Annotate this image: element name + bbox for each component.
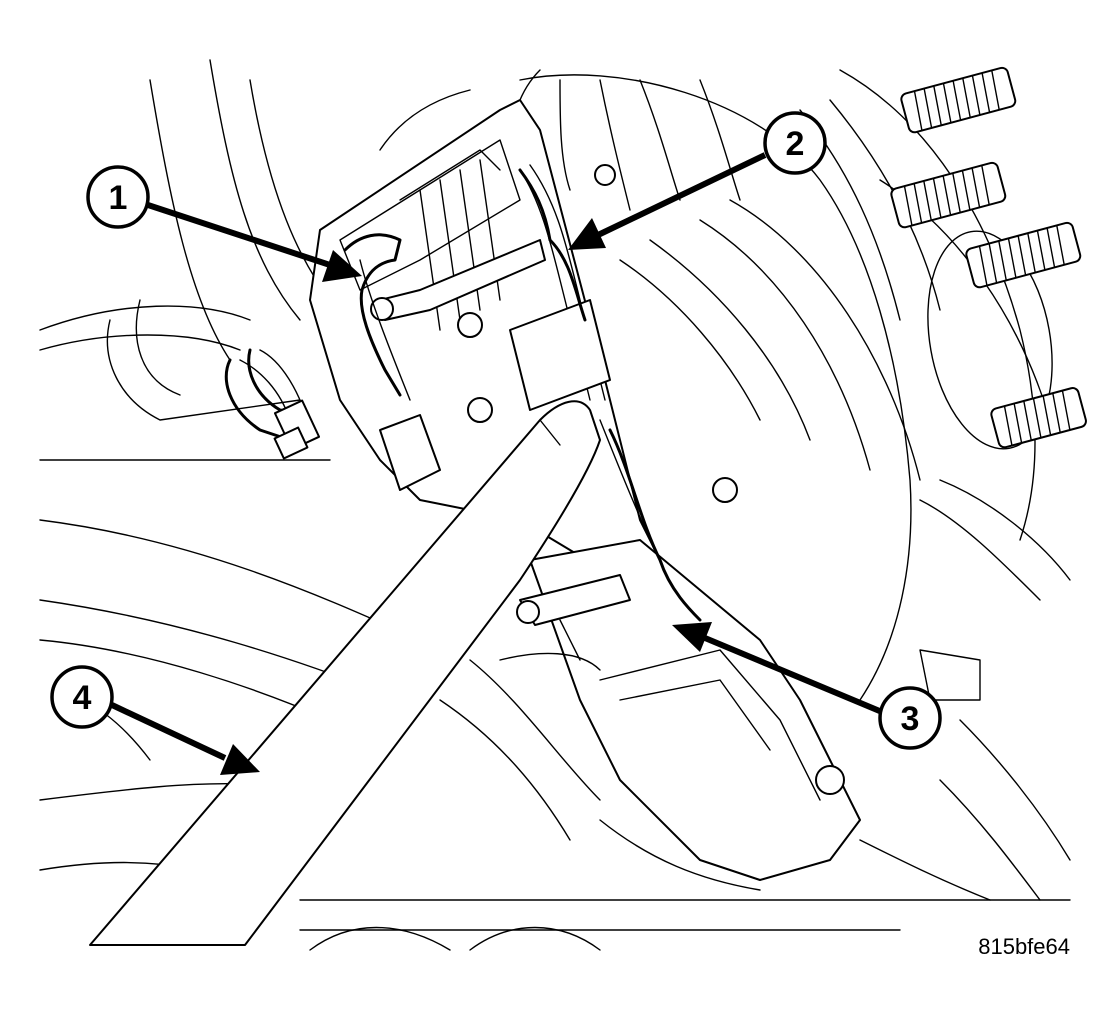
- callout-4-arrowhead: [220, 744, 260, 775]
- callout-4-circle: [50, 665, 114, 729]
- callout-4-label: 4: [73, 679, 92, 717]
- callout-2-label: 2: [786, 125, 805, 163]
- figure-id-label: 815bfe64: [978, 934, 1070, 959]
- callout-4-leader: [110, 702, 227, 761]
- callout-2-leader: [596, 152, 767, 238]
- background-linework: [39, 59, 1071, 951]
- callout-1-leader: [147, 202, 331, 268]
- callout-2-circle: [763, 111, 827, 175]
- pry-bar: [89, 400, 601, 946]
- callout-1-arrowhead: [322, 250, 362, 282]
- brake-hose: [224, 348, 321, 460]
- callout-3-circle: [878, 686, 942, 750]
- callout-2-arrowhead: [568, 218, 606, 250]
- callout-2: 2: [763, 111, 827, 175]
- callout-leaders: [110, 152, 884, 775]
- wheel-studs: [890, 66, 1087, 449]
- pad-clip: [343, 168, 702, 622]
- callout-3-arrowhead: [672, 622, 712, 652]
- callout-3-label: 3: [901, 700, 920, 738]
- callout-3: 3: [878, 686, 942, 750]
- callout-4: 4: [50, 665, 114, 729]
- callout-1-circle: [86, 165, 150, 229]
- callout-3-leader: [703, 635, 884, 715]
- callout-1: 1: [86, 165, 150, 229]
- brake-pad-bracket: [499, 164, 861, 881]
- callout-1-label: 1: [109, 179, 128, 217]
